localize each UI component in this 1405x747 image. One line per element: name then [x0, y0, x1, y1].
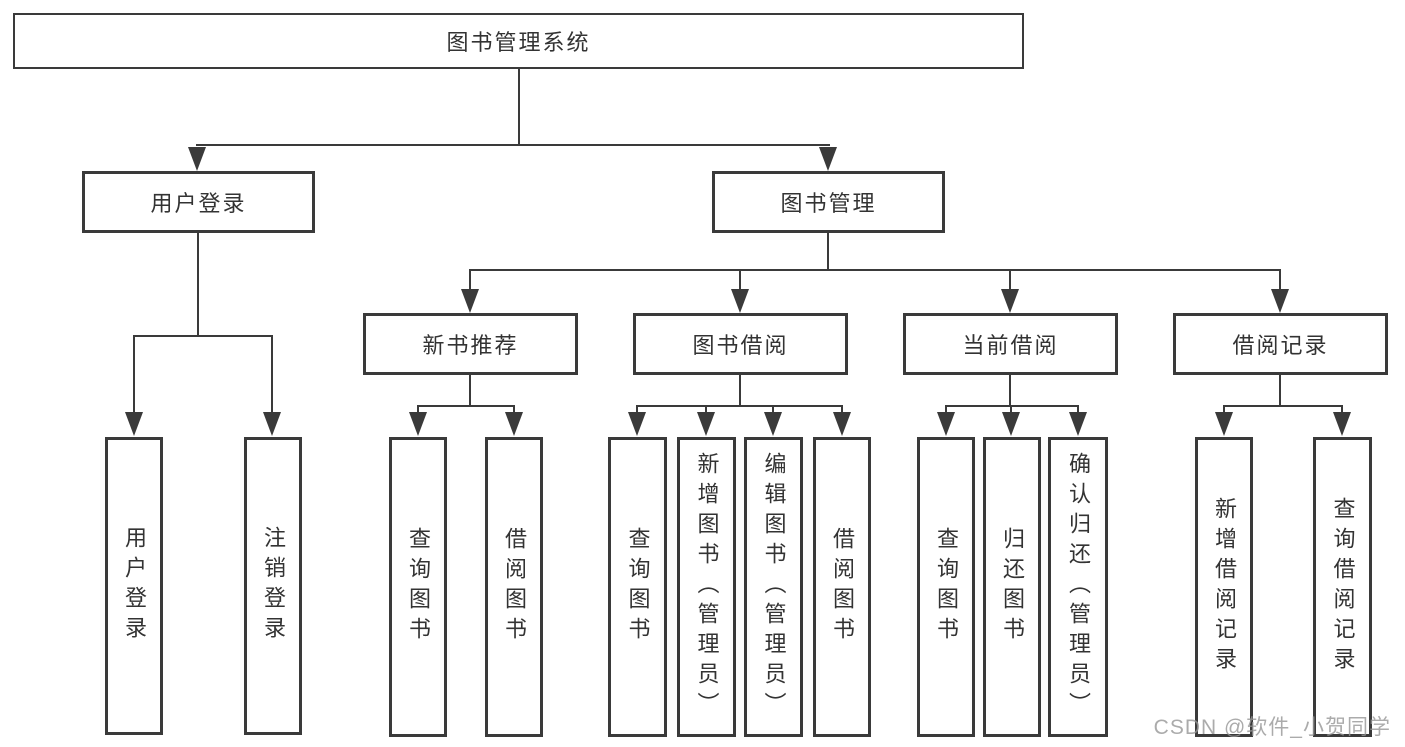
edge-stub [417, 405, 419, 415]
leaf-label: 归还图书 [1000, 527, 1025, 647]
node-label: 图书管理 [780, 191, 877, 216]
leaf-add-books-admin: 新增图书（管理员） [677, 437, 736, 737]
leaf-logout: 注销登录 [244, 437, 302, 735]
arrow-down-icon [461, 289, 479, 313]
arrow-down-icon [833, 412, 851, 436]
arrow-down-icon [505, 412, 523, 436]
arrow-down-icon [409, 412, 427, 436]
leaf-edit-books-admin: 编辑图书（管理员） [744, 437, 803, 737]
node-current-borrowing: 当前借阅 [903, 313, 1118, 375]
edge-stub [271, 335, 273, 413]
arrow-down-icon [697, 412, 715, 436]
arrow-down-icon [937, 412, 955, 436]
arrow-down-icon [731, 289, 749, 313]
edge-stub [1341, 405, 1343, 415]
edge-recommend-vline [469, 375, 471, 407]
leaf-label: 查询借阅记录 [1330, 497, 1356, 677]
edge-book-mgmt-vline [827, 233, 829, 271]
edge-stub [469, 269, 471, 291]
leaf-label: 借阅图书 [830, 527, 855, 647]
node-label: 用户登录 [150, 191, 247, 216]
leaf-add-borrow-record: 新增借阅记录 [1195, 437, 1253, 737]
arrow-down-icon [188, 147, 206, 171]
node-label: 图书借阅 [692, 333, 789, 358]
edge-stub [841, 405, 843, 415]
edge-user-login-hline [133, 335, 273, 337]
arrow-down-icon [628, 412, 646, 436]
arrow-down-icon [1271, 289, 1289, 313]
node-user-login: 用户登录 [82, 171, 315, 233]
arrow-down-icon [819, 147, 837, 171]
arrow-down-icon [1001, 289, 1019, 313]
leaf-search-books-recommend: 查询图书 [389, 437, 447, 737]
node-label: 图书管理系统 [446, 30, 591, 55]
edge-user-login-vline [197, 233, 199, 336]
node-label: 新书推荐 [422, 333, 519, 358]
edge-stub [705, 405, 707, 415]
edge-book-mgmt-hline [469, 269, 1281, 271]
edge-stub [636, 405, 638, 415]
edge-current-hline [945, 405, 1079, 407]
arrow-down-icon [764, 412, 782, 436]
leaf-label: 查询图书 [625, 527, 651, 647]
leaf-label: 新增借阅记录 [1212, 497, 1237, 677]
arrow-down-icon [263, 412, 281, 436]
leaf-borrow-books-recommend: 借阅图书 [485, 437, 543, 737]
edge-stub [1010, 405, 1012, 415]
leaf-user-login: 用户登录 [105, 437, 163, 735]
node-new-book-recommendation: 新书推荐 [363, 313, 578, 375]
leaf-label: 用户登录 [122, 526, 147, 646]
leaf-label: 查询图书 [934, 527, 959, 647]
edge-stub [1077, 405, 1079, 415]
edge-current-vline [1009, 375, 1011, 407]
leaf-label: 新增图书（管理员） [694, 452, 720, 722]
leaf-label: 确认归还（管理员） [1066, 452, 1091, 722]
node-label: 借阅记录 [1232, 333, 1329, 358]
arrow-down-icon [1069, 412, 1087, 436]
arrow-down-icon [1333, 412, 1351, 436]
edge-stub [772, 405, 774, 415]
leaf-label: 查询图书 [406, 527, 431, 647]
edge-stub [133, 335, 135, 413]
leaf-return-books: 归还图书 [983, 437, 1041, 737]
edge-root-hline [196, 144, 830, 146]
edge-records-vline [1279, 375, 1281, 407]
leaf-label: 编辑图书（管理员） [761, 452, 787, 722]
leaf-borrow-books: 借阅图书 [813, 437, 871, 737]
leaf-confirm-return-admin: 确认归还（管理员） [1048, 437, 1108, 737]
leaf-label: 借阅图书 [502, 527, 527, 647]
leaf-label: 注销登录 [261, 526, 286, 646]
arrow-down-icon [125, 412, 143, 436]
leaf-search-books-current: 查询图书 [917, 437, 975, 737]
edge-borrowing-vline [739, 375, 741, 407]
leaf-search-books-borrowing: 查询图书 [608, 437, 667, 737]
edge-stub [739, 269, 741, 291]
node-library-management-system: 图书管理系统 [13, 13, 1024, 69]
edge-root-vline [518, 69, 520, 145]
edge-stub [513, 405, 515, 415]
leaf-search-borrow-record: 查询借阅记录 [1313, 437, 1372, 737]
edge-stub [1279, 269, 1281, 291]
edge-stub [1223, 405, 1225, 415]
edge-recommend-hline [417, 405, 515, 407]
node-label: 当前借阅 [962, 333, 1059, 358]
csdn-watermark: CSDN @软件_小贺同学 [1153, 716, 1391, 739]
node-borrowing-records: 借阅记录 [1173, 313, 1388, 375]
arrow-down-icon [1215, 412, 1233, 436]
node-book-borrowing: 图书借阅 [633, 313, 848, 375]
edge-records-hline [1223, 405, 1343, 407]
node-book-management: 图书管理 [712, 171, 945, 233]
edge-stub [945, 405, 947, 415]
arrow-down-icon [1002, 412, 1020, 436]
edge-borrowing-hline [636, 405, 843, 407]
edge-stub [1009, 269, 1011, 291]
